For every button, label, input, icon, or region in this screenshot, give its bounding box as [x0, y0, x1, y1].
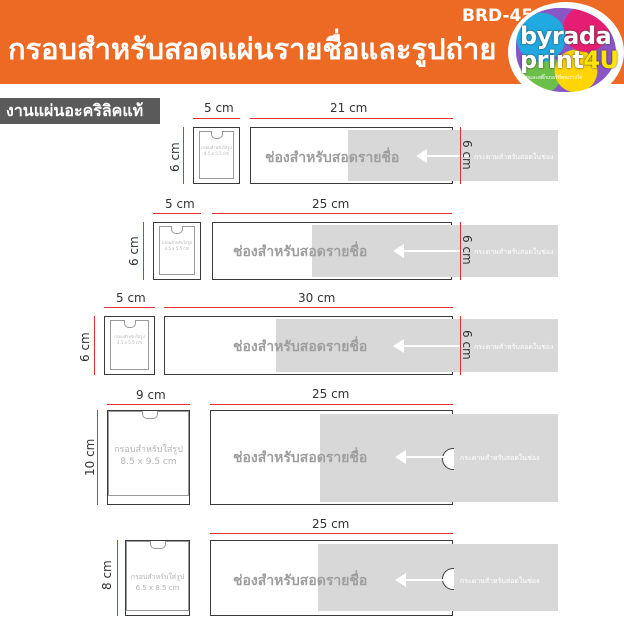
dimension-line — [183, 127, 184, 184]
name-slot-label: ช่องสำหรับสอดรายชื่อ — [233, 450, 368, 466]
logo-tagline: ป้ายและสติ๊กเกอร์ที่คุณวางใจ — [520, 75, 583, 81]
insert-paper-strip — [320, 414, 558, 502]
photo-frame: กรอบสำหรับใส่รูป 4.5 x 5.5 cm — [104, 316, 155, 375]
dimension-line — [153, 213, 201, 214]
logo-text-print: print — [520, 46, 584, 74]
dimension-line — [104, 307, 155, 308]
insert-paper-strip — [318, 544, 558, 611]
arrow-left-icon — [393, 339, 464, 353]
name-slot-label: ช่องสำหรับสอดรายชื่อ — [233, 244, 368, 260]
dimension-line — [193, 118, 240, 119]
bar-width-label: 25 cm — [312, 517, 350, 531]
bar-width-label: 25 cm — [312, 387, 350, 401]
photo-height-label: 8 cm — [100, 560, 114, 590]
photo-slot-size: 6.5 x 8.5 cm — [135, 584, 180, 592]
logo-text-line2: print4U — [520, 46, 619, 74]
name-slot-label: ช่องสำหรับสอดรายชื่อ — [233, 573, 368, 589]
photo-height-label: 6 cm — [127, 236, 141, 266]
photo-slot-label: กรอบสำหรับใส่รูป — [161, 240, 193, 245]
dimension-line — [107, 404, 190, 405]
strip-label: กระดาษสำหรับสอดในช่อง — [474, 153, 554, 161]
photo-slot-size: 4.5 x 5.5 cm — [204, 151, 229, 156]
dimension-line — [250, 118, 453, 119]
photo-height-label: 6 cm — [78, 332, 92, 362]
dimension-line — [460, 127, 461, 184]
dimension-line — [460, 222, 461, 280]
photo-slot-label: กรอบสำหรับใส่รูป — [130, 573, 185, 581]
bar-width-label: 30 cm — [298, 291, 336, 305]
arrow-left-icon — [395, 450, 450, 464]
photo-notch — [142, 411, 158, 419]
name-slot-label: ช่องสำหรับสอดรายชื่อ — [233, 339, 368, 355]
dimension-line — [117, 540, 118, 616]
photo-frame: กรอบสำหรับใส่รูป 4.5 x 5.5 cm — [193, 127, 240, 184]
arrow-left-icon — [395, 573, 450, 587]
arrow-left-icon — [393, 244, 464, 258]
strip-label: กระดาษสำหรับสอดในช่อง — [460, 454, 540, 462]
page-title: กรอบสำหรับสอดแผ่นรายชื่อและรูปถ่าย — [8, 32, 497, 66]
dimension-line — [210, 533, 453, 534]
photo-slot-size: 4.5 x 5.5 cm — [117, 340, 142, 345]
product-code: BRD-45 — [462, 6, 534, 26]
dimension-line — [164, 307, 453, 308]
photo-slot: กรอบสำหรับใส่รูป 6.5 x 8.5 cm — [126, 541, 189, 611]
photo-slot: กรอบสำหรับใส่รูป 4.5 x 5.5 cm — [159, 226, 195, 275]
dimension-line — [94, 316, 95, 375]
photo-slot: กรอบสำหรับใส่รูป 4.5 x 5.5 cm — [110, 320, 149, 370]
dimension-line — [143, 222, 144, 280]
photo-notch — [124, 320, 136, 328]
photo-frame: กรอบสำหรับใส่รูป 6.5 x 8.5 cm — [125, 540, 190, 616]
photo-slot-label: กรอบสำหรับใส่รูป — [114, 445, 183, 455]
bar-width-label: 25 cm — [312, 197, 350, 211]
bar-width-label: 21 cm — [330, 101, 368, 115]
name-slot-label: ช่องสำหรับสอดรายชื่อ — [265, 150, 400, 166]
photo-frame: กรอบสำหรับใส่รูป 8.5 x 9.5 cm — [107, 410, 190, 505]
photo-width-label: 5 cm — [165, 197, 195, 211]
dimension-line — [210, 404, 453, 405]
photo-height-label: 10 cm — [83, 438, 97, 476]
photo-notch — [211, 131, 223, 139]
photo-width-label: 9 cm — [136, 388, 166, 402]
bar-height-label: 6 cm — [460, 140, 474, 170]
photo-height-label: 6 cm — [168, 142, 182, 172]
photo-slot-label: กรอบสำหรับใส่รูป — [114, 334, 145, 339]
arrow-left-icon — [416, 149, 469, 163]
dimension-line — [212, 213, 452, 214]
material-label: งานแผ่นอะคริลิคแท้ — [0, 98, 160, 124]
logo-text-4u: 4U — [583, 46, 619, 74]
photo-notch — [150, 541, 166, 549]
strip-label: กระดาษสำหรับสอดในช่อง — [474, 248, 554, 256]
bar-height-label: 6 cm — [460, 235, 474, 265]
bar-height-label: 6 cm — [460, 330, 474, 360]
photo-frame: กรอบสำหรับใส่รูป 4.5 x 5.5 cm — [153, 222, 201, 280]
logo-splash-icon — [516, 8, 616, 92]
photo-slot-size: 4.5 x 5.5 cm — [164, 246, 190, 251]
photo-slot: กรอบสำหรับใส่รูป 8.5 x 9.5 cm — [108, 411, 189, 496]
photo-slot-size: 8.5 x 9.5 cm — [120, 457, 177, 467]
photo-width-label: 5 cm — [116, 291, 146, 305]
photo-slot: กรอบสำหรับใส่รูป 4.5 x 5.5 cm — [199, 131, 234, 179]
strip-label: กระดาษสำหรับสอดในช่อง — [460, 577, 540, 585]
photo-width-label: 5 cm — [204, 101, 234, 115]
dimension-line — [97, 410, 98, 505]
strip-label: กระดาษสำหรับสอดในช่อง — [474, 343, 554, 351]
dimension-line — [460, 316, 461, 375]
photo-notch — [171, 226, 183, 234]
photo-slot-label: กรอบสำหรับใส่รูป — [201, 145, 232, 150]
logo-text-line1: byrada — [520, 22, 612, 50]
